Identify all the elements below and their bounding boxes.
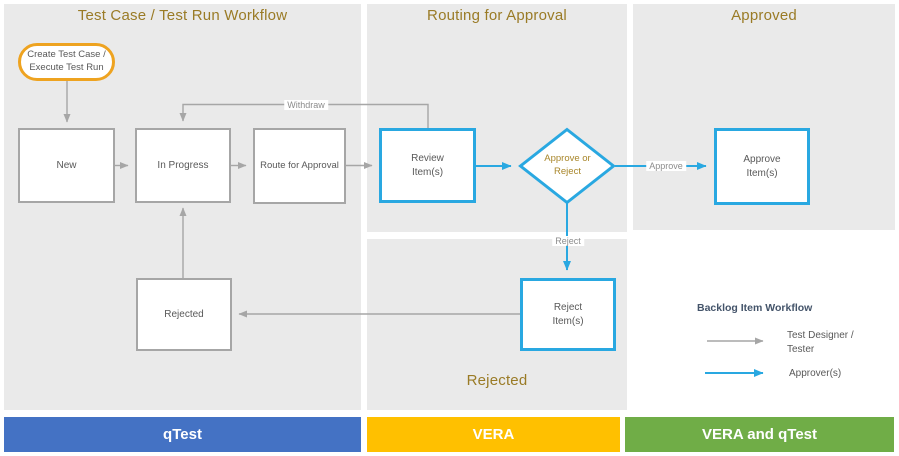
node-route-for-approval: Route for Approval xyxy=(253,128,346,204)
legend-label-approver: Approver(s) xyxy=(789,368,842,379)
node-label: Rejected xyxy=(164,308,204,320)
node-label: In Progress xyxy=(157,159,209,171)
bar-label: VERA xyxy=(472,426,515,443)
node-label-line: Create Test Case / xyxy=(27,49,106,61)
lane-title-test-case-workflow: Test Case / Test Run Workflow xyxy=(77,7,288,24)
node-label-line: Review xyxy=(411,153,444,164)
bar-qtest: qTest xyxy=(4,417,361,452)
node-label-line: Execute Test Run xyxy=(29,62,104,73)
edge-label-approve: Approve xyxy=(646,161,686,171)
node-label-line: Approve or xyxy=(544,153,591,165)
node-reject-items: Reject Item(s) xyxy=(520,278,616,351)
node-approve-or-reject: Approve or Reject xyxy=(520,129,615,203)
node-label-line: Reject xyxy=(553,302,583,313)
node-label: New xyxy=(56,159,77,171)
node-approve-items: Approve Item(s) xyxy=(714,128,810,205)
node-label: Route for Approval xyxy=(260,159,339,171)
node-label-line: Item(s) xyxy=(746,167,778,179)
node-new: New xyxy=(18,128,115,203)
bar-vera: VERA xyxy=(367,417,620,452)
lane-title-approved: Approved xyxy=(731,7,797,24)
node-in-progress: In Progress xyxy=(135,128,231,203)
node-label-line: Approve xyxy=(743,154,781,165)
lane-title-routing-for-approval: Routing for Approval xyxy=(427,7,567,24)
legend-label-tester: Test Designer / Tester xyxy=(787,329,854,357)
node-review-items: Review Item(s) xyxy=(379,128,476,203)
bar-label: VERA and qTest xyxy=(701,426,817,443)
legend-label-line: Test Designer / xyxy=(787,330,854,341)
edge-label-withdraw: Withdraw xyxy=(284,100,328,110)
node-rejected: Rejected xyxy=(136,278,232,351)
node-label-line: Reject xyxy=(554,166,581,177)
legend-label-line: Tester xyxy=(787,344,815,355)
node-create-test-case: Create Test Case / Execute Test Run xyxy=(18,43,115,81)
edge-label-reject: Reject xyxy=(552,236,584,246)
node-label-line: Item(s) xyxy=(552,315,584,327)
bar-label: qTest xyxy=(163,426,202,443)
legend-title: Backlog Item Workflow xyxy=(697,302,813,314)
lane-title-rejected: Rejected xyxy=(466,372,528,389)
bar-vera-and-qtest: VERA and qTest xyxy=(625,417,894,452)
node-label-line: Item(s) xyxy=(411,166,444,178)
